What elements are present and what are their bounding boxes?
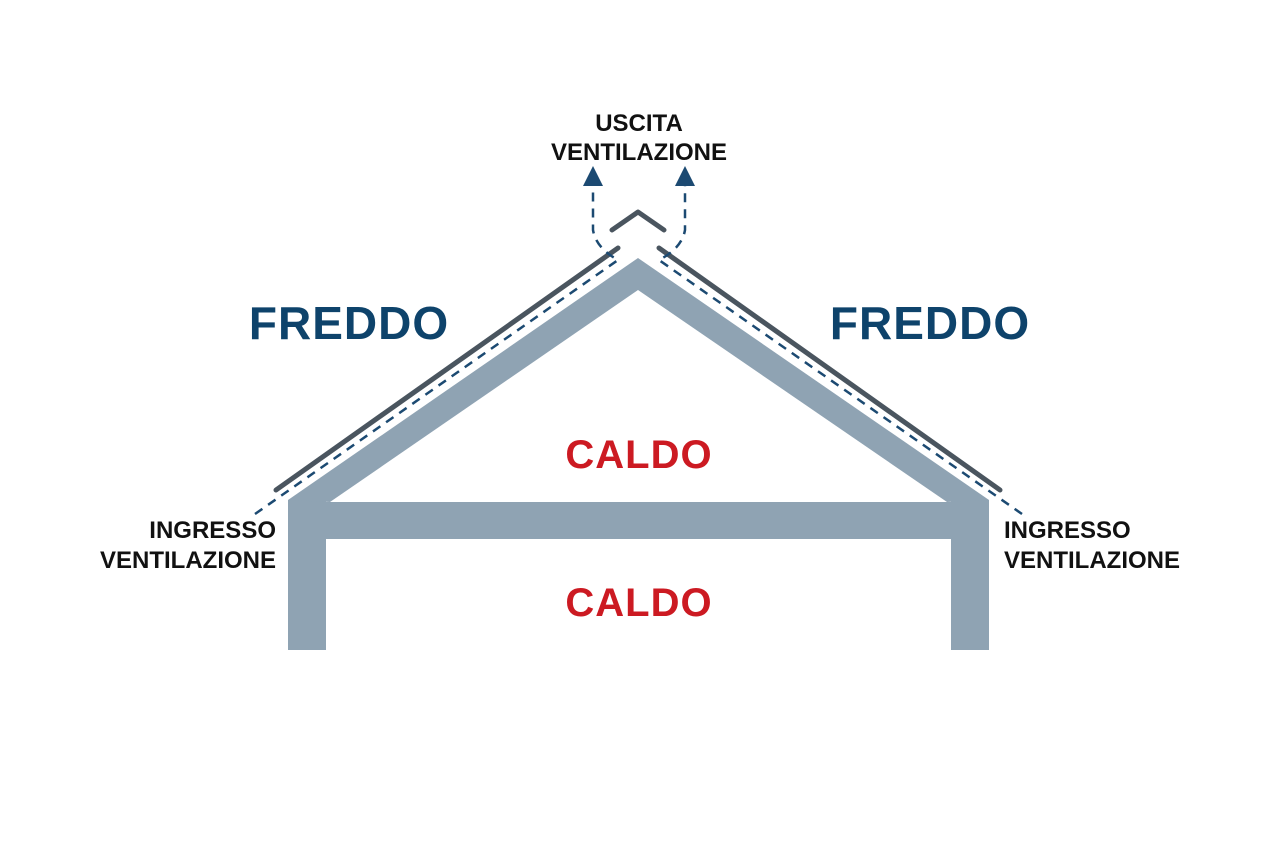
- left-rafter: [288, 258, 638, 502]
- exit-ventilation-label-line1: USCITA: [595, 110, 683, 137]
- inlet-ventilation-left-line1: INGRESSO: [149, 517, 276, 544]
- right-roof-cover: [656, 245, 1003, 493]
- exit-ventilation-label-line2: VENTILAZIONE: [551, 139, 727, 166]
- inlet-ventilation-right-line1: INGRESSO: [1004, 517, 1131, 544]
- airflow-left: [254, 166, 621, 516]
- inlet-ventilation-left-line2: VENTILAZIONE: [100, 547, 276, 574]
- warm-label-room: CALDO: [565, 581, 712, 625]
- building-structure: [288, 258, 989, 650]
- cold-label-left: FREDDO: [249, 297, 449, 349]
- ceiling-beam: [288, 502, 989, 539]
- roof-covering: [273, 209, 1003, 493]
- cold-label-right: FREDDO: [830, 297, 1030, 349]
- airflow-paths: [254, 166, 1023, 516]
- warm-label-attic: CALDO: [565, 433, 712, 477]
- airflow-right: [656, 166, 1023, 516]
- left-roof-cover: [273, 245, 621, 493]
- inlet-ventilation-right-line2: VENTILAZIONE: [1004, 547, 1180, 574]
- ridge-cap: [609, 209, 667, 233]
- right-rafter: [638, 258, 989, 502]
